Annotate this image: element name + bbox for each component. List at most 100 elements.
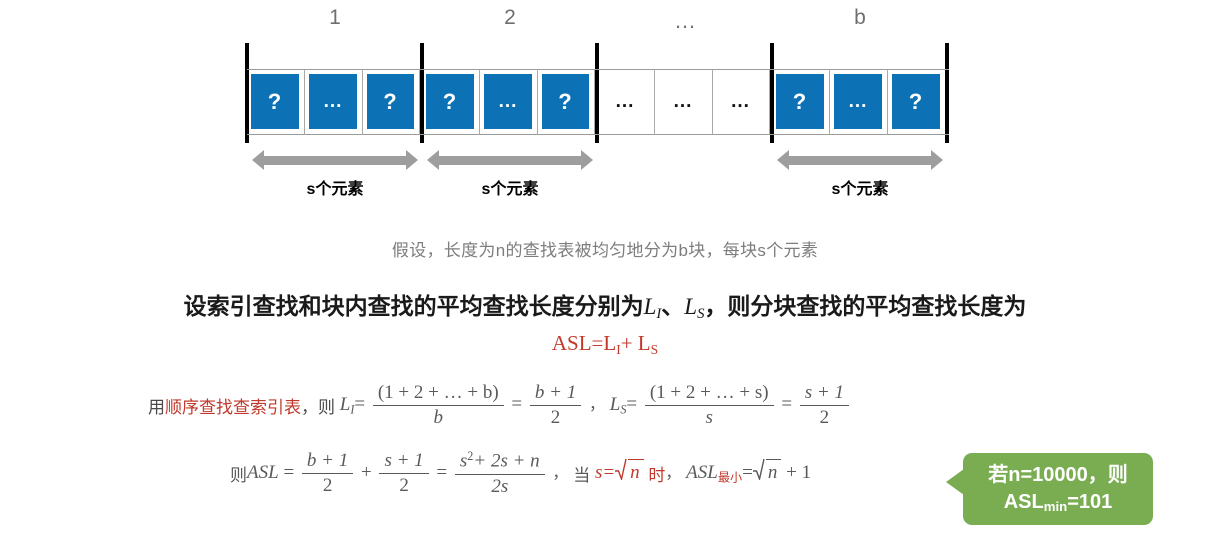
callout-tail-icon <box>946 469 964 495</box>
callout-box: 若n=10000，则 ASLmin=101 <box>946 453 1153 525</box>
callout-line-2: ASLmin=101 <box>1004 489 1113 516</box>
ls-denominator: s <box>705 406 713 428</box>
lead-plain: 用 <box>148 397 165 417</box>
span-label-b: s个元素 <box>831 181 889 198</box>
cell-bb-c3-text: ? <box>892 74 940 129</box>
span-arrow-2 <box>427 150 593 170</box>
block-separator-3 <box>770 43 774 143</box>
asl-min-symbol: ASL最小 <box>686 462 743 485</box>
term2-num: s + 1 <box>379 450 429 475</box>
radical-sign-icon <box>615 458 627 481</box>
term1-fraction: b + 1 2 <box>301 450 354 497</box>
callout-asl-value: =101 <box>1067 491 1113 513</box>
asl-min-plus1: + 1 <box>786 462 812 484</box>
block-search-diagram: 1 2 … b ? ... ? ? ... ? ... ... ... ? ..… <box>0 0 1210 205</box>
cell-b1-c1-text: ? <box>251 74 299 129</box>
cell-b1-c1: ? <box>247 69 305 135</box>
cell-b2-c2: ... <box>480 69 538 135</box>
li-numerator: (1 + 2 + … + b) <box>372 382 504 406</box>
s-equals: s= <box>594 462 616 484</box>
block-separator-1 <box>420 43 424 143</box>
ls-eq2: = <box>781 393 793 415</box>
li-eq2: = <box>511 393 523 415</box>
formula-2-eq2: = <box>436 462 448 484</box>
ls-result-den: 2 <box>819 406 830 428</box>
cell-bb-c2: ... <box>830 69 888 135</box>
radical-sign-icon <box>752 458 765 481</box>
arrow-head-left-icon <box>252 150 264 170</box>
cell-bb-c3: ? <box>888 69 945 135</box>
cell-b1-c2: ... <box>305 69 363 135</box>
cell-b1-c3: ? <box>363 69 420 135</box>
formula-1-lead: 用顺序查找查索引表，则 <box>148 398 335 417</box>
li-denominator: b <box>433 406 444 428</box>
cell-mid-c1: ... <box>597 69 655 135</box>
arrow-shaft <box>788 156 932 165</box>
cell-mid-c2: ... <box>655 69 713 135</box>
li-result-num: b + 1 <box>529 382 582 406</box>
definition-text: 设索引查找和块内查找的平均查找长度分别为LI、LS，则分块查找的平均查找长度为 <box>0 287 1210 323</box>
assumption-text: 假设，长度为n的查找表被均匀地分为b块，每块s个元素 <box>391 241 819 260</box>
cell-mid-c3: ... <box>713 69 770 135</box>
callout-line-1: 若n=10000，则 <box>988 464 1128 486</box>
cell-b2-c3-text: ? <box>542 74 589 129</box>
cell-bb-c1: ? <box>772 69 830 135</box>
cell-bb-c1-text: ? <box>776 74 824 129</box>
definition-suffix: ，则分块查找的平均查找长度为 <box>704 293 1027 319</box>
span-label-2: s个元素 <box>481 181 539 198</box>
li-fraction: (1 + 2 + … + b) b <box>372 382 504 429</box>
block-label-ellipsis: … <box>674 8 696 33</box>
asl-equation: ASL=LI+ LS <box>0 331 1210 358</box>
cell-mid-c3-text: ... <box>717 74 764 129</box>
cell-mid-c2-text: ... <box>659 74 707 129</box>
formula-1-comma: ， <box>588 396 605 414</box>
arrow-head-left-icon <box>777 150 789 170</box>
ls-eq: = <box>626 393 638 415</box>
lead-tail: ，则 <box>301 397 335 417</box>
sqrt-n-2: n <box>752 458 782 484</box>
asl-lhs: ASL=L <box>551 331 617 355</box>
formula-2-comma2: ， <box>665 465 682 483</box>
cell-b2-c3: ? <box>538 69 595 135</box>
block-separator-0 <box>245 43 249 143</box>
formula-2-comma: ， <box>552 465 569 483</box>
arrow-head-right-icon <box>581 150 593 170</box>
ls-symbol: LS <box>609 393 627 417</box>
term1-num: b + 1 <box>301 450 354 475</box>
formula-2-when: 当 <box>573 466 591 486</box>
ls-fraction: (1 + 2 + … + s) s <box>644 382 774 429</box>
term3-num: s2+ 2s + n <box>454 449 545 475</box>
cell-bb-c2-text: ... <box>834 74 882 129</box>
formula-2-eq1: = <box>283 462 295 484</box>
asl-plus: + L <box>620 331 651 355</box>
callout-asl: ASL <box>1003 491 1044 513</box>
formula-line-1: 用顺序查找查索引表，则 LI= (1 + 2 + … + b) b = b + … <box>148 382 852 429</box>
span-arrow-b <box>777 150 943 170</box>
cell-b2-c1-text: ? <box>426 74 474 129</box>
li-symbol: LI <box>339 393 355 417</box>
cell-b1-c3-text: ? <box>367 74 414 129</box>
cell-b2-c1: ? <box>422 69 480 135</box>
symbol-L-S: LS <box>684 294 705 323</box>
li-result-fraction: b + 1 2 <box>529 382 582 429</box>
term3-den: 2s <box>491 475 509 497</box>
block-separator-4 <box>945 43 949 143</box>
formula-2-plus: + <box>360 462 372 484</box>
arrow-shaft <box>263 156 407 165</box>
block-label-1: 1 <box>329 6 341 29</box>
asl-sub-s: S <box>650 341 659 357</box>
definition-joiner: 、 <box>661 293 685 319</box>
formula-2-prefix: 则 <box>230 466 247 486</box>
sqrt-n-1: n <box>615 458 644 484</box>
li-result-den: 2 <box>550 406 561 428</box>
formula-2-asl: ASL <box>247 462 279 484</box>
block-label-b: b <box>854 6 866 29</box>
arrow-head-left-icon <box>427 150 439 170</box>
block-separator-2 <box>595 43 599 143</box>
arrow-head-right-icon <box>406 150 418 170</box>
li-eq: = <box>354 393 366 415</box>
term1-den: 2 <box>322 475 333 497</box>
span-arrow-1 <box>252 150 418 170</box>
span-label-1: s个元素 <box>306 181 364 198</box>
formula-2-shi: 时 <box>648 466 666 486</box>
